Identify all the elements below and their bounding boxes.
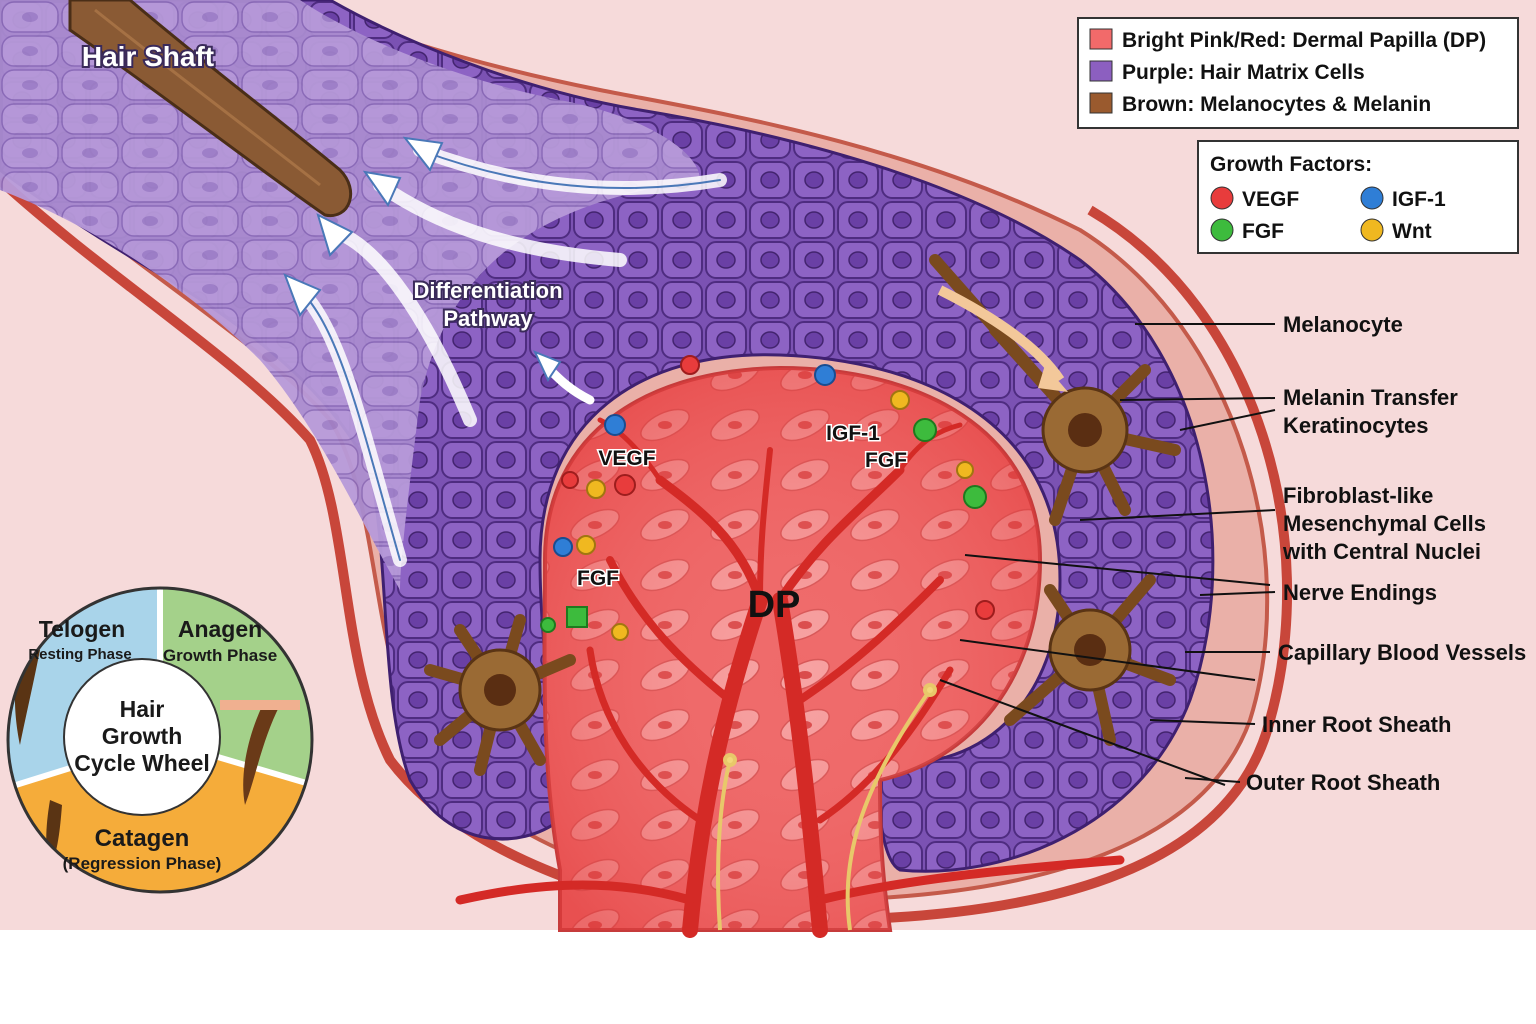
label-outer-root-sheath: Outer Root Sheath [1246, 770, 1440, 795]
anagen-hair-icon [243, 700, 280, 805]
anagen-sub: Growth Phase [163, 646, 277, 665]
label-capillary: Capillary Blood Vessels [1278, 640, 1526, 665]
gf-dot-wnt [1360, 218, 1384, 242]
anagen-label: Anagen [178, 616, 262, 642]
gf-label-igf: IGF-1 [1392, 188, 1446, 211]
differentiation-arrows [293, 143, 727, 567]
gf-label-wnt: Wnt [1392, 220, 1432, 243]
gf-dot-igf [1360, 186, 1384, 210]
hair-shaft [68, 0, 353, 217]
gf-label-fgf: FGF [1242, 220, 1284, 243]
fgf-top-label: FGF [865, 449, 907, 472]
label-inner-root-sheath: Inner Root Sheath [1262, 712, 1451, 737]
catagen-sub: (Regression Phase) [63, 854, 222, 873]
label-mesenchymal: Mesenchymal Cells [1283, 511, 1486, 536]
label-melanocyte: Melanocyte [1283, 312, 1403, 337]
right-labels: Melanocyte Melanin Transfer Keratinocyte… [1246, 312, 1526, 795]
label-melanin-transfer: Melanin Transfer [1283, 385, 1458, 410]
growth-factors-title: Growth Factors: [1210, 153, 1372, 176]
label-central-nuclei: with Central Nuclei [1282, 539, 1481, 564]
melanocyte-right-lower [1004, 574, 1176, 746]
color-legend: Bright Pink/Red: Dermal Papilla (DP) Pur… [1077, 17, 1519, 129]
label-fibroblast: Fibroblast-like [1283, 483, 1433, 508]
telogen-sub: Resting Phase [28, 646, 131, 663]
dp-label: DP [748, 584, 801, 626]
legend-swatch-melanin [1089, 92, 1113, 114]
legend-label-melanin: Brown: Melanocytes & Melanin [1122, 93, 1431, 116]
gf-label-vegf: VEGF [1242, 188, 1299, 211]
wheel-center-3: Cycle Wheel [74, 750, 210, 776]
wheel-center [63, 658, 221, 816]
hair-shaft-title: Hair Shaft [82, 41, 214, 72]
leader-lines [939, 323, 1276, 786]
growth-factors-legend: Growth Factors: VEGF IGF-1 FGF Wnt [1197, 140, 1519, 254]
melanocyte-right-upper [929, 254, 1181, 526]
differentiation-label: Differentiation Pathway [411, 276, 564, 333]
differentiation-text-2: Pathway [443, 306, 533, 331]
differentiation-text-1: Differentiation [413, 278, 562, 303]
wheel-center-2: Growth [102, 723, 183, 749]
nerve-endings [716, 683, 937, 931]
legend-swatch-dp [1089, 28, 1113, 50]
growth-factor-molecules [540, 355, 995, 641]
label-nerve-endings: Nerve Endings [1283, 580, 1437, 605]
gf-dot-vegf [1210, 186, 1234, 210]
legend-swatch-matrix [1089, 60, 1113, 82]
melanocytes [424, 254, 1181, 776]
label-keratinocytes: Keratinocytes [1283, 413, 1429, 438]
legend-label-matrix: Purple: Hair Matrix Cells [1122, 61, 1365, 84]
telogen-label: Telogen [39, 616, 125, 642]
legend-label-dp: Bright Pink/Red: Dermal Papilla (DP) [1122, 29, 1486, 52]
melanocyte-left [424, 614, 576, 776]
fgf-left-label: FGF [577, 567, 619, 590]
igf-label: IGF-1 [826, 422, 880, 445]
differentiation-zone [0, 0, 700, 590]
wheel-center-1: Hair [120, 696, 165, 722]
catagen-label: Catagen [95, 825, 190, 852]
vegf-label: VEGF [598, 447, 655, 470]
gf-dot-fgf [1210, 218, 1234, 242]
